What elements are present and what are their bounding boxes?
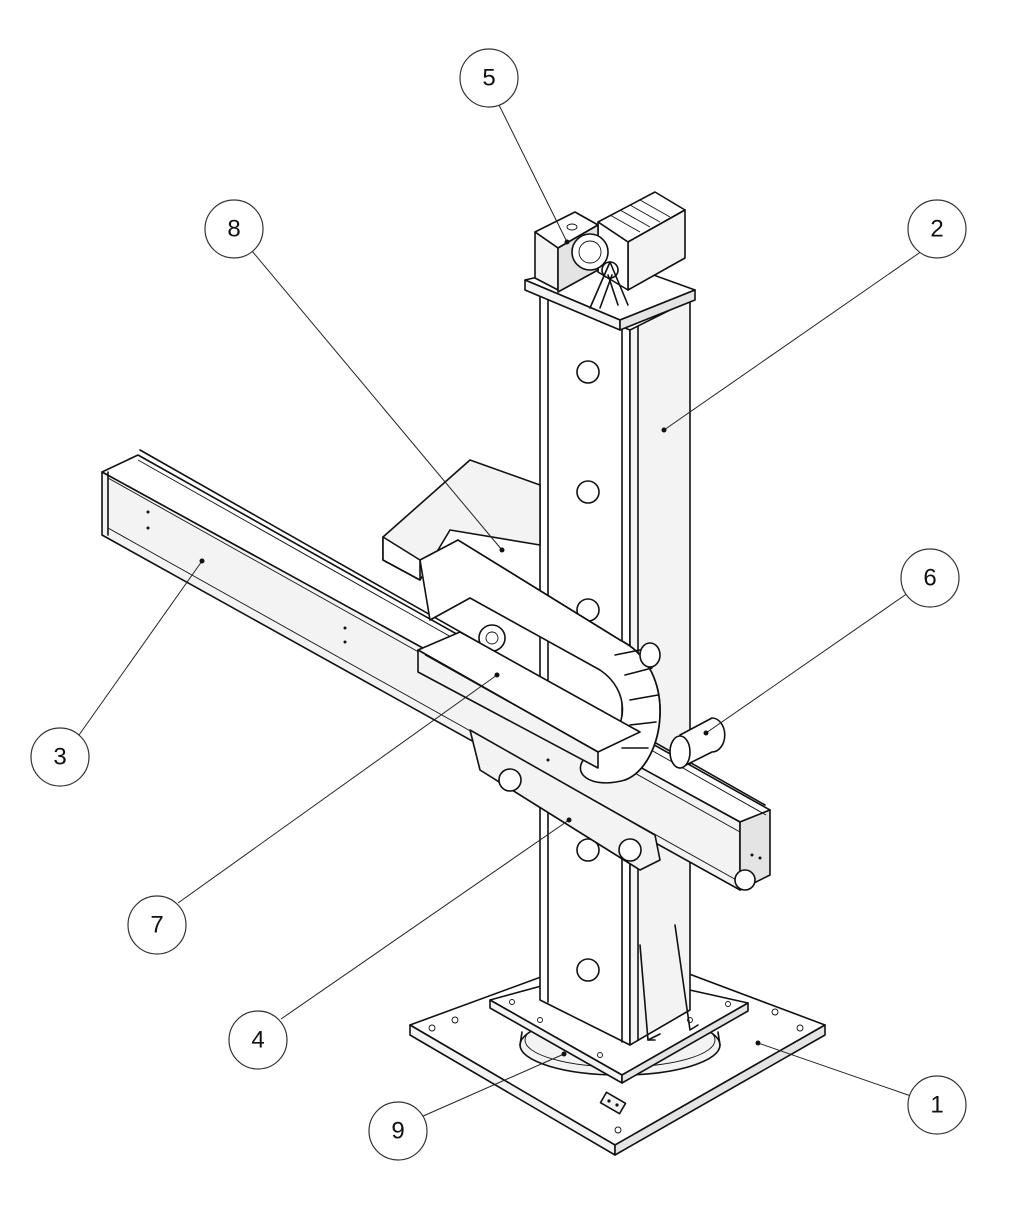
callout-label: 6 <box>923 565 936 592</box>
callout-balloon-4: 4 <box>228 1010 288 1070</box>
callout-label: 5 <box>482 65 495 92</box>
callout-balloon-5: 5 <box>459 48 519 108</box>
callout-label: 8 <box>227 216 240 243</box>
callout-label: 1 <box>930 1092 943 1119</box>
callout-balloon-6: 6 <box>900 548 960 608</box>
callout-label: 7 <box>150 912 163 939</box>
callout-balloon-9: 9 <box>368 1101 428 1161</box>
callout-balloon-7: 7 <box>127 895 187 955</box>
callout-balloon-2: 2 <box>907 199 967 259</box>
guide-roller <box>669 717 726 769</box>
callout-balloon-8: 8 <box>204 199 264 259</box>
boom-slider <box>417 631 641 769</box>
callout-balloon-3: 3 <box>30 727 90 787</box>
callout-label: 4 <box>251 1027 264 1054</box>
callout-label: 3 <box>53 744 66 771</box>
leader-lines <box>78 102 923 1118</box>
carriage <box>469 729 661 871</box>
lift-motor <box>534 191 686 309</box>
callout-balloon-1: 1 <box>907 1075 967 1135</box>
callout-label: 9 <box>391 1118 404 1145</box>
cable-chain <box>382 459 661 784</box>
callout-label: 2 <box>930 216 943 243</box>
